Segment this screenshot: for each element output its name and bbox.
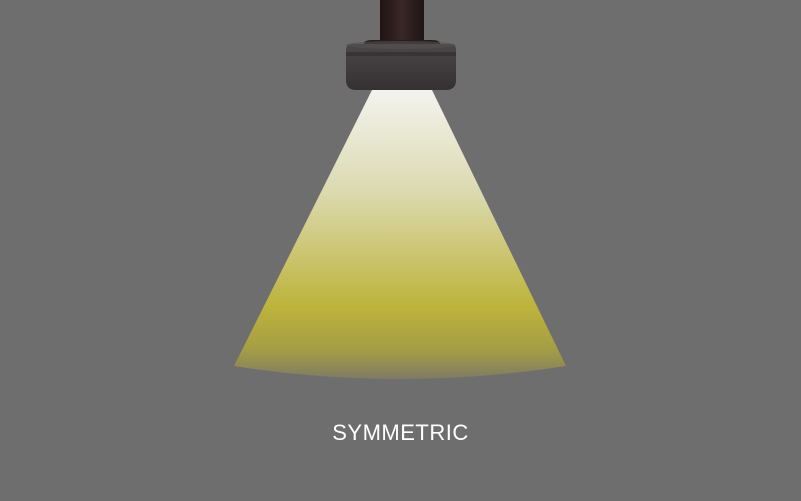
caption-label: SYMMETRIC bbox=[332, 420, 469, 445]
light-beam-icon bbox=[234, 90, 566, 379]
spotlight-fixture-icon bbox=[346, 41, 456, 90]
fixture-stem bbox=[380, 0, 424, 44]
